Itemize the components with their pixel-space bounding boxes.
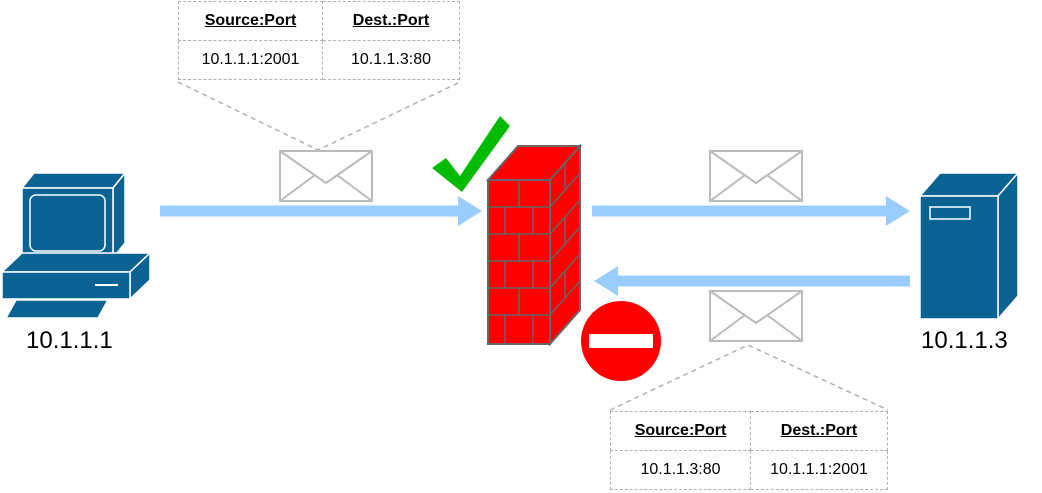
table-header-row: Source:Port Dest.:Port <box>610 411 888 451</box>
source-port-value: 10.1.1.3:80 <box>610 450 751 490</box>
forwarded-envelope-icon <box>709 150 803 202</box>
table-row: 10.1.1.3:80 10.1.1.1:2001 <box>610 450 888 490</box>
source-port-header: Source:Port <box>178 1 323 41</box>
dest-port-value: 10.1.1.1:2001 <box>750 450 888 490</box>
green-checkmark-icon <box>432 116 510 192</box>
source-port-header: Source:Port <box>610 411 751 451</box>
outbound-packet-table: Source:Port Dest.:Port 10.1.1.1:2001 10.… <box>178 1 460 80</box>
desktop-computer-icon <box>0 170 152 319</box>
outbound-callout-lines <box>177 81 461 151</box>
return-callout-lines <box>609 344 889 411</box>
client-ip-label: 10.1.1.1 <box>26 327 113 354</box>
no-entry-icon <box>581 301 661 381</box>
firewall-brick-wall-icon <box>485 143 583 347</box>
table-row: 10.1.1.1:2001 10.1.1.3:80 <box>178 40 460 80</box>
source-port-value: 10.1.1.1:2001 <box>178 40 323 80</box>
outbound-envelope-icon <box>279 150 373 202</box>
arrow-firewall-to-server <box>592 196 910 226</box>
arrow-client-to-firewall <box>160 196 482 226</box>
table-header-row: Source:Port Dest.:Port <box>178 1 460 41</box>
return-packet-table: Source:Port Dest.:Port 10.1.1.3:80 10.1.… <box>610 411 888 490</box>
dest-port-header: Dest.:Port <box>322 1 460 41</box>
arrow-server-to-firewall <box>594 266 910 296</box>
dest-port-value: 10.1.1.3:80 <box>322 40 460 80</box>
return-envelope-icon <box>709 290 803 342</box>
server-ip-label: 10.1.1.3 <box>921 327 1008 354</box>
server-tower-icon <box>918 170 1020 322</box>
dest-port-header: Dest.:Port <box>750 411 888 451</box>
